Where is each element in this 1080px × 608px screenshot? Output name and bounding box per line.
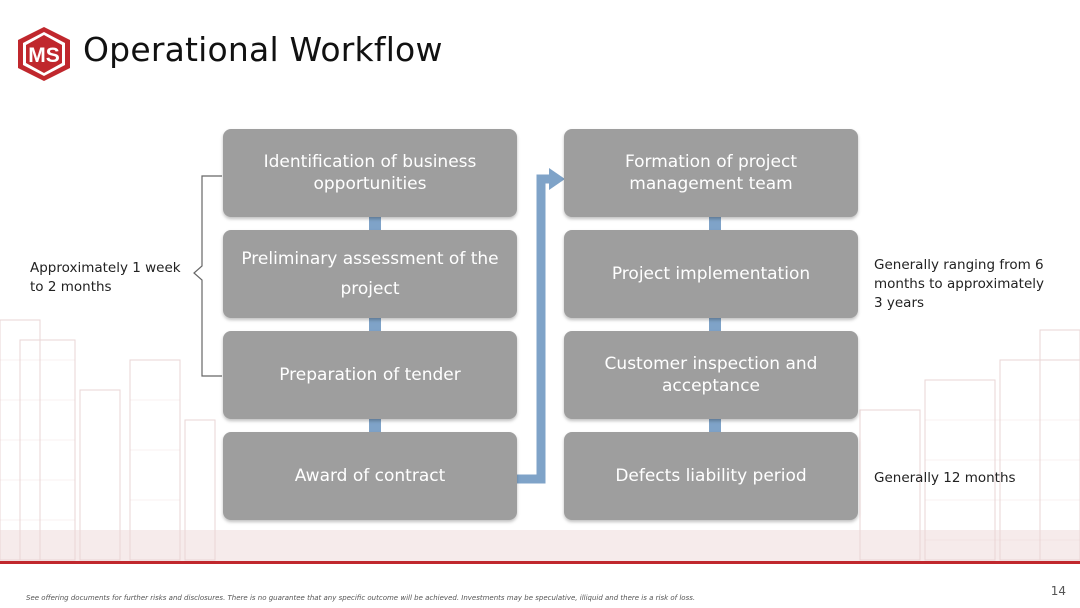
defects-duration-note: Generally 12 months: [874, 470, 1016, 486]
step-label: Award of contract: [294, 466, 446, 486]
footer-disclaimer: See offering documents for further risks…: [26, 594, 696, 602]
step-label: Customer inspection and acceptance: [604, 354, 818, 396]
page-number: 14: [1050, 584, 1066, 598]
page-title: Operational Workflow: [83, 30, 443, 69]
company-logo: MS: [18, 27, 70, 81]
step-label: Identification of business opportunities: [263, 152, 477, 194]
flow-arrowhead: [549, 168, 565, 190]
step-defects-liability: Defects liability period: [564, 432, 858, 520]
step-formation-of-team: Formation of project management team: [564, 129, 858, 217]
step-preparation-of-tender: Preparation of tender: [223, 331, 517, 419]
step-identification-of-opportunities: Identification of business opportunities: [223, 129, 517, 217]
step-preliminary-assessment: Preliminary assessment of the project: [223, 230, 517, 318]
footer-divider: [0, 561, 1080, 564]
step-label: Formation of project management team: [624, 152, 797, 194]
city-skyline-background: [0, 319, 1080, 562]
step-label: Preparation of tender: [279, 365, 461, 385]
step-project-implementation: Project implementation: [564, 230, 858, 318]
step-label: Preliminary assessment of the project: [241, 249, 499, 299]
step-customer-inspection: Customer inspection and acceptance: [564, 331, 858, 419]
left-duration-note: Approximately 1 week to 2 months: [30, 260, 181, 295]
implementation-duration-note: Generally ranging from 6 months to appro…: [874, 257, 1044, 311]
step-label: Project implementation: [611, 264, 811, 284]
logo-text: MS: [28, 44, 60, 67]
step-award-of-contract: Award of contract: [223, 432, 517, 520]
step-label: Defects liability period: [615, 466, 807, 486]
